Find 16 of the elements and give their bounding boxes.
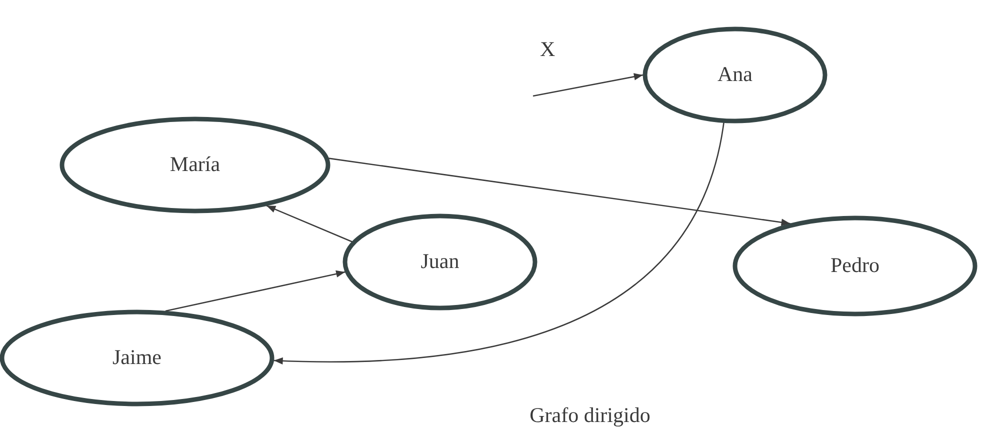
arrow	[274, 122, 724, 364]
node-label: Ana	[718, 61, 752, 88]
node-ellipse	[0, 309, 275, 407]
arrow	[328, 158, 790, 226]
node-label: Juan	[420, 248, 460, 276]
node-ellipse	[642, 26, 828, 124]
arrow	[532, 73, 644, 97]
node-ellipse	[59, 116, 331, 214]
node-label: Jaime	[112, 344, 162, 372]
node-label: Pedro	[830, 252, 880, 280]
node-ellipse	[342, 213, 538, 311]
node-ellipse	[732, 215, 978, 317]
arrow	[266, 205, 352, 242]
caption: Grafo dirigido	[528, 402, 652, 429]
node-label: María	[170, 151, 220, 178]
arrow	[165, 270, 346, 312]
